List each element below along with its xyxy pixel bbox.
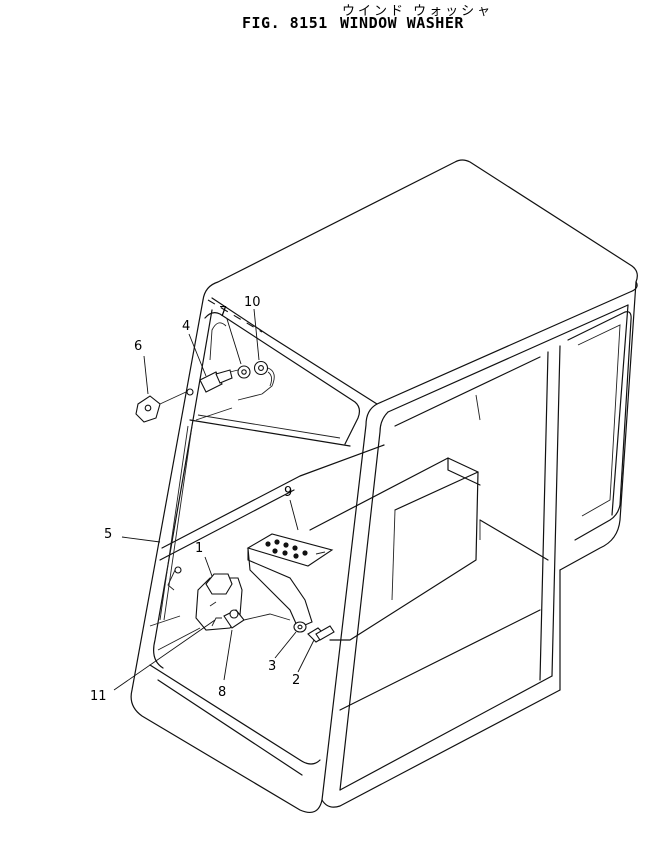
elbow-part-10 — [253, 360, 275, 395]
nozzle-part-4 — [199, 369, 239, 393]
bracket-plate-part-6 — [135, 388, 194, 423]
figure-number: FIG. 8151 — [242, 14, 328, 32]
bolt-part-2 — [307, 625, 335, 643]
callout-9: 9 — [284, 485, 292, 500]
title-japanese: ウインド ウォッシャ — [342, 4, 494, 19]
figure-title: WINDOW WASHER — [340, 14, 464, 32]
callout-3: 3 — [268, 659, 276, 674]
callout-2: 2 — [292, 673, 300, 688]
console-block — [309, 457, 481, 641]
switch-panel-part-9 — [246, 533, 334, 629]
hose-part-5 — [159, 425, 193, 621]
pump-part-8 — [223, 609, 291, 629]
nut-part-7 — [237, 365, 251, 379]
callout-8: 8 — [218, 685, 226, 700]
leader-lines — [113, 308, 315, 691]
callout-10: 10 — [244, 295, 261, 310]
cab-frame — [130, 159, 638, 813]
callout-7: 7 — [219, 305, 227, 320]
callout-6: 6 — [134, 339, 142, 354]
callout-11: 11 — [90, 689, 107, 704]
upper-hose-segments — [195, 322, 263, 421]
callout-4: 4 — [182, 319, 190, 334]
washer-tank-part-1 — [149, 573, 243, 651]
callout-1: 1 — [195, 541, 203, 556]
callout-5: 5 — [104, 527, 112, 542]
washer-part-3 — [293, 621, 307, 633]
callout-labels: 1 2 3 4 5 6 7 8 9 10 11 — [90, 295, 300, 704]
